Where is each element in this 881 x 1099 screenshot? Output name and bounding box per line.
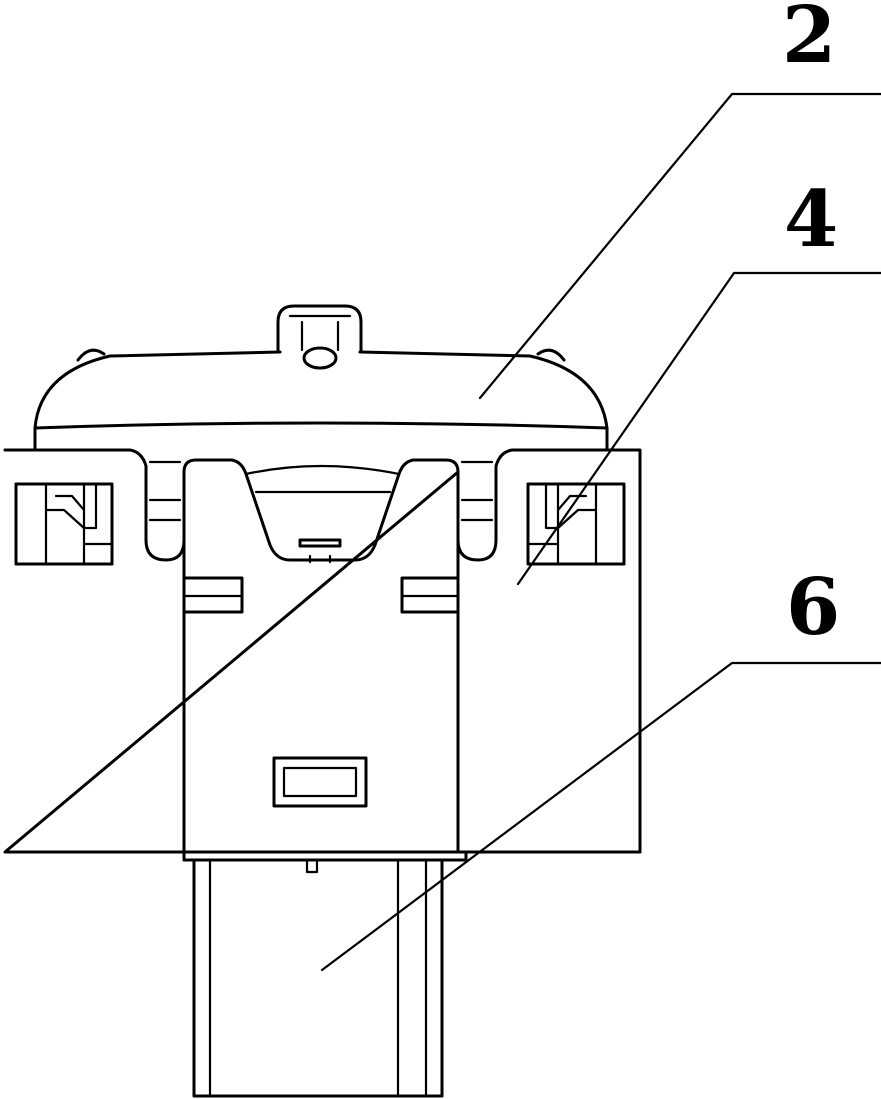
leader-lines (320, 92, 881, 972)
leader-6 (320, 661, 881, 972)
leader-2 (478, 92, 881, 400)
housing-part (3, 448, 642, 854)
plug-part (182, 850, 468, 1098)
cover-part (33, 304, 609, 450)
leader-4 (516, 271, 881, 586)
callout-label-2: 2 (782, 0, 836, 81)
callout-label-6: 6 (786, 562, 840, 653)
callout-label-4: 4 (784, 174, 838, 265)
